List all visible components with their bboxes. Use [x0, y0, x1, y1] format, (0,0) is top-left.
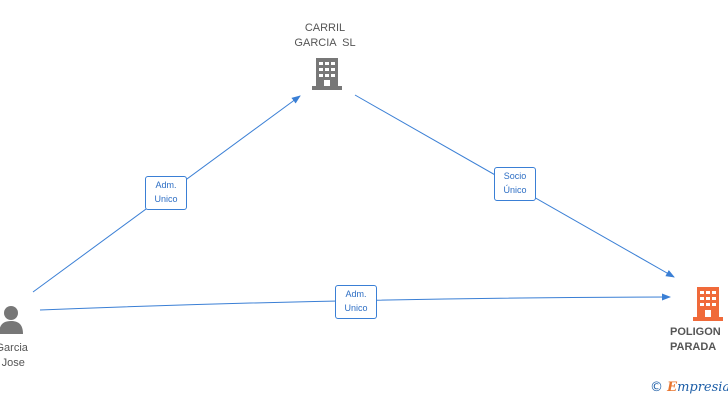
- empresia-watermark: © Empresia: [650, 380, 728, 395]
- edge-label-adm-unico-direct[interactable]: Adm. Unico: [335, 285, 377, 319]
- company-label-poligono[interactable]: POLIGON PARADA: [670, 326, 721, 353]
- building-icon-highlight[interactable]: [692, 285, 724, 321]
- person-label[interactable]: l Garcia el Jose: [0, 342, 28, 369]
- edge-label-adm-unico[interactable]: Adm. Unico: [145, 176, 187, 210]
- brand-initial: E: [667, 380, 678, 395]
- edge-label-socio-unico[interactable]: Socio Único: [494, 167, 536, 201]
- building-icon[interactable]: [311, 56, 343, 90]
- person-icon[interactable]: [0, 305, 24, 335]
- brand-name: mpresia: [677, 380, 728, 395]
- company-label-carril[interactable]: CARRIL GARCIA SL: [294, 22, 356, 49]
- copyright-icon: ©: [650, 380, 663, 395]
